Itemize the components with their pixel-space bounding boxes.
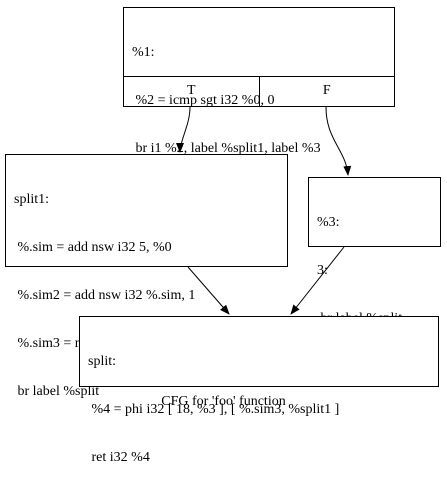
block3-label: %3: bbox=[317, 215, 340, 230]
split1-block-line: %.sim = add nsw i32 5, %0 bbox=[14, 240, 172, 255]
entry-block-label: %1: bbox=[132, 45, 155, 60]
edge-split1-to-split bbox=[187, 266, 230, 315]
true-branch-port: T bbox=[186, 83, 196, 98]
split-block-line: ret i32 %4 bbox=[88, 450, 150, 465]
entry-block-line: br i1 %2, label %split1, label %3 bbox=[132, 141, 321, 156]
entry-block-code: %1: %2 = icmp sgt i32 %0, 0 br i1 %2, la… bbox=[124, 8, 394, 189]
false-branch-port: F bbox=[258, 77, 395, 106]
entry-block-node: %1: %2 = icmp sgt i32 %0, 0 br i1 %2, la… bbox=[123, 7, 395, 156]
edge-layer bbox=[176, 106, 352, 315]
split-block-line: %4 = phi i32 [ 18, %3 ], [ %.sim3, %spli… bbox=[88, 402, 340, 417]
split-block-node: split: %4 = phi i32 [ 18, %3 ], [ %.sim3… bbox=[79, 316, 439, 465]
entry-block-line: %2 = icmp sgt i32 %0, 0 bbox=[132, 93, 275, 108]
split1-block-line: %.sim2 = add nsw i32 %.sim, 1 bbox=[14, 288, 196, 303]
block3-node: %3: 3: br label %split bbox=[308, 177, 441, 326]
split1-block-label: split1: bbox=[14, 192, 50, 207]
entry-block-branch-row: T F bbox=[124, 76, 394, 106]
edge-true-to-split1 bbox=[176, 106, 191, 153]
edge-block3-to-split bbox=[290, 246, 345, 315]
split-block-label: split: bbox=[88, 354, 117, 369]
split1-block-node: split1: %.sim = add nsw i32 5, %0 %.sim2… bbox=[5, 154, 288, 399]
graph-caption: CFG for 'foo' function bbox=[161, 394, 286, 409]
split1-block-line: br label %split bbox=[14, 384, 100, 399]
edge-false-to-block3 bbox=[325, 106, 352, 176]
block3-line: 3: bbox=[317, 263, 328, 278]
